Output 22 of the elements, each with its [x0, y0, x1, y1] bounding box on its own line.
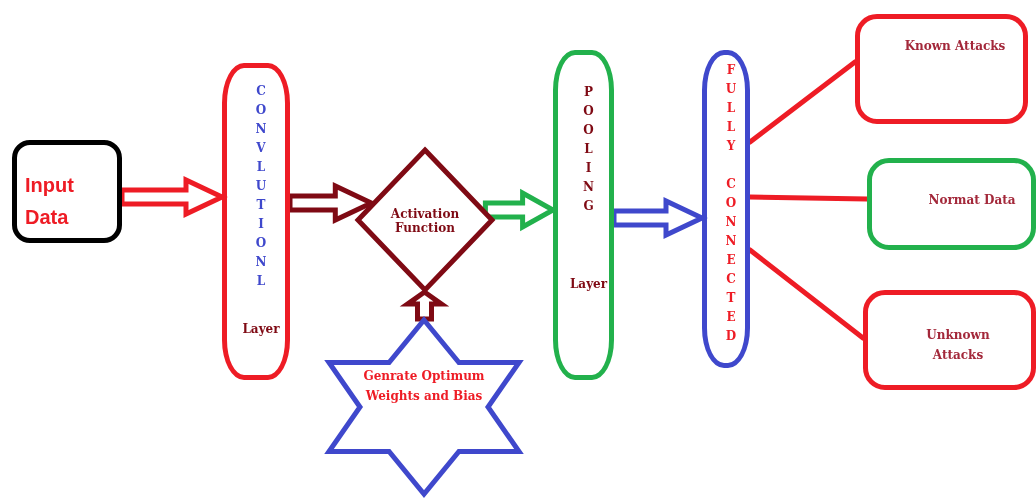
node-label: Genrate Optimum Weights and Bias: [362, 368, 486, 405]
node-label: Normat Data: [927, 193, 1017, 207]
node-label: Unknown Attacks: [925, 327, 991, 364]
output-box: [863, 290, 1036, 390]
process-box: [12, 140, 122, 243]
node-label: Input Data: [25, 173, 75, 230]
layer-box: [702, 50, 750, 368]
vertical-label: CONVLUTIONL: [254, 83, 268, 290]
connector-line: [747, 194, 870, 202]
output-box: [855, 14, 1028, 124]
connector-line: [747, 59, 858, 145]
output-box: [867, 158, 1036, 250]
node-sublabel: Layer: [241, 322, 281, 336]
layer-box: [222, 63, 290, 380]
node-label: Known Attacks: [903, 39, 1007, 53]
connector-line: [747, 247, 866, 341]
node-sublabel: Layer: [568, 277, 609, 291]
node-label: Activation Function: [389, 207, 461, 235]
vertical-label: POOLING: [582, 84, 595, 215]
vertical-label: FULLY CONNECTED: [724, 62, 738, 345]
layer-box: [553, 50, 614, 380]
block-arrow: [399, 288, 450, 322]
